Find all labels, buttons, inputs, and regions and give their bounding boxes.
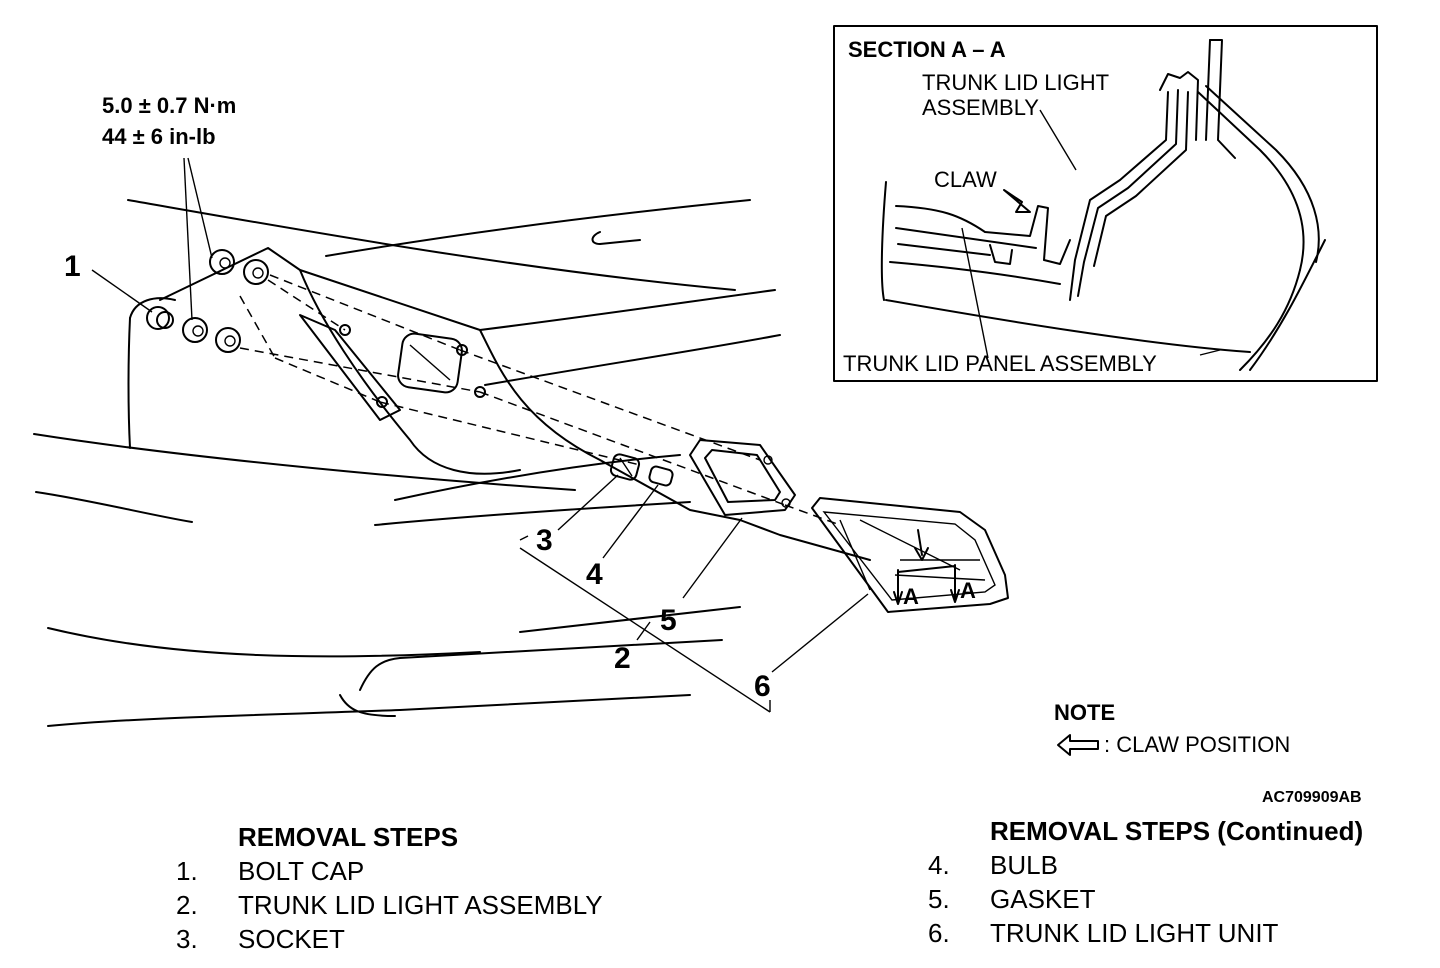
- torque-spec-inlb: 44 ± 6 in-lb: [102, 124, 216, 149]
- section-mark-a-left: A: [903, 584, 919, 609]
- step-label: SOCKET: [238, 924, 345, 954]
- nut-lower-1: [182, 317, 208, 343]
- callout-5: 5: [660, 604, 677, 637]
- socket-part: [609, 453, 641, 481]
- callout-1: 1: [64, 250, 81, 283]
- torque-spec-nm: 5.0 ± 0.7 N·m: [102, 93, 236, 118]
- vehicle-body-outline: [33, 199, 781, 727]
- removal-step-3: 3. SOCKET: [176, 922, 603, 956]
- removal-step-5: 5. GASKET: [928, 882, 1363, 916]
- section-a-a-inset: SECTION A – A TRUNK LID LIGHT ASSEMBLY C…: [833, 25, 1378, 382]
- removal-steps-continued-title: REMOVAL STEPS (Continued): [990, 816, 1364, 846]
- callout-4: 4: [586, 558, 603, 591]
- removal-step-4: 4. BULB: [928, 848, 1363, 882]
- removal-steps-header-spacer: [176, 820, 238, 854]
- removal-steps-title: REMOVAL STEPS: [238, 822, 459, 852]
- step-label: TRUNK LID LIGHT UNIT: [990, 918, 1279, 948]
- note-title: NOTE: [1054, 700, 1115, 725]
- callout-6: 6: [754, 670, 771, 703]
- step-number: 1.: [176, 856, 198, 886]
- bolt-caps: [146, 249, 269, 353]
- section-label-light-line1: TRUNK LID LIGHT: [922, 70, 1109, 95]
- nut-lower-2: [215, 327, 241, 353]
- step-label: BOLT CAP: [238, 856, 365, 886]
- step-number: 2.: [176, 890, 198, 920]
- removal-steps: REMOVAL STEPS 1. BOLT CAP 2. TRUNK LID L…: [176, 820, 603, 956]
- gasket-part: [689, 439, 796, 516]
- section-label-light-line2: ASSEMBLY: [922, 95, 1039, 120]
- callout-2: 2: [614, 642, 631, 675]
- removal-step-6: 6. TRUNK LID LIGHT UNIT: [928, 916, 1363, 950]
- note-legend: : CLAW POSITION: [1104, 732, 1290, 757]
- removal-steps-header-row: REMOVAL STEPS: [176, 820, 603, 854]
- section-label-panel: TRUNK LID PANEL ASSEMBLY: [843, 351, 1157, 376]
- removal-step-1: 1. BOLT CAP: [176, 854, 603, 888]
- nut-upper-2: [243, 259, 269, 285]
- section-label-claw: CLAW: [934, 167, 997, 192]
- light-unit-part: [811, 497, 1009, 613]
- nut-upper-1: [209, 249, 235, 275]
- removal-step-2: 2. TRUNK LID LIGHT ASSEMBLY: [176, 888, 603, 922]
- bulb-part: [648, 465, 674, 487]
- step-number: 4.: [928, 850, 950, 880]
- leader-lines: [91, 157, 869, 713]
- step-number: 3.: [176, 924, 198, 954]
- bolt-cap-1: [146, 306, 174, 330]
- step-number: 5.: [928, 884, 950, 914]
- figure-code: AC709909AB: [1262, 789, 1362, 806]
- callout-3: 3: [536, 524, 553, 557]
- removal-steps-continued-header-spacer: [928, 814, 990, 848]
- removal-steps-continued-header-row: REMOVAL STEPS (Continued): [928, 814, 1363, 848]
- step-label: TRUNK LID LIGHT ASSEMBLY: [238, 890, 603, 920]
- step-label: GASKET: [990, 884, 1096, 914]
- claw-position-arrow-icon: [1057, 734, 1099, 756]
- section-mark-a-right: A: [960, 578, 976, 603]
- step-number: 6.: [928, 918, 950, 948]
- trunk-lid-light-housing: [159, 247, 871, 561]
- step-label: BULB: [990, 850, 1058, 880]
- alignment-dashes: [239, 274, 841, 526]
- removal-steps-continued: REMOVAL STEPS (Continued) 4. BULB 5. GAS…: [928, 814, 1363, 950]
- section-title: SECTION A – A: [848, 37, 1006, 62]
